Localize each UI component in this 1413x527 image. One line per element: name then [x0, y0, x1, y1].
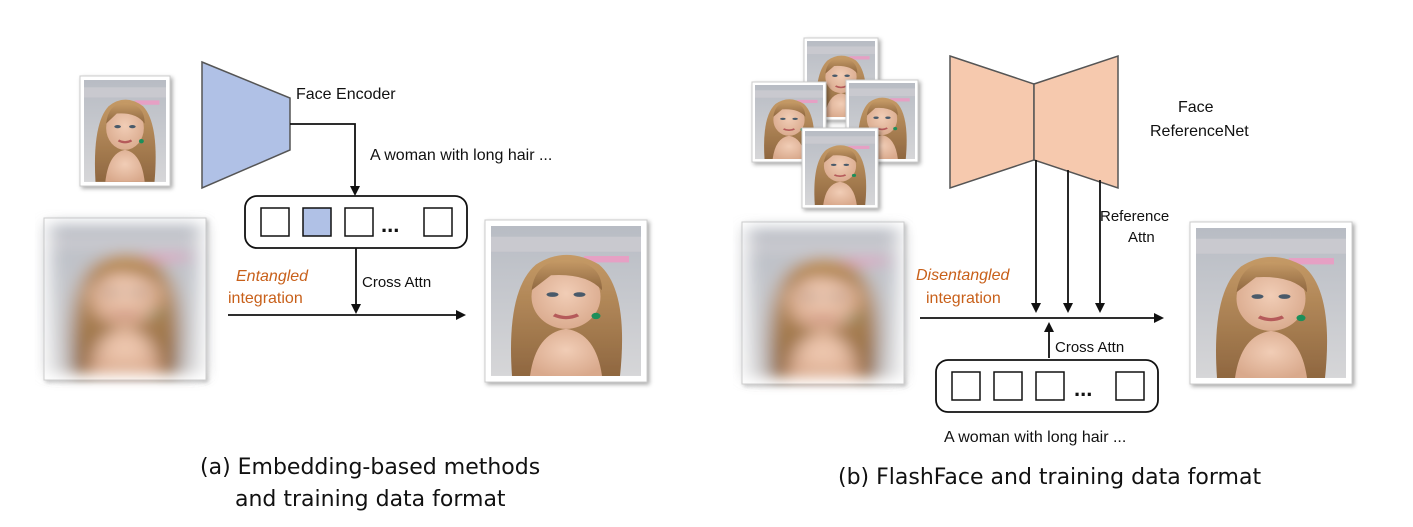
token-sequence-b: ... [935, 359, 1159, 413]
reference-face-image [79, 75, 171, 187]
token [260, 207, 290, 237]
encoder-to-tokens-arrow [290, 123, 360, 196]
face-encoder-block [201, 60, 291, 190]
prompt-text: A woman with long hair ... [370, 147, 552, 164]
token [344, 207, 374, 237]
token-ellipsis: ... [381, 212, 399, 237]
reference-face-collage [751, 37, 919, 209]
prompt-text-b: A woman with long hair ... [944, 429, 1126, 446]
cross-attn-label-b: Cross Attn [1055, 339, 1124, 356]
token-sequence: ... [244, 195, 468, 249]
integration-label-a: integration [228, 290, 303, 307]
face-encoder-label: Face Encoder [296, 86, 396, 103]
token [1035, 371, 1065, 401]
disentangled-label: Disentangled [916, 267, 1011, 284]
cross-attn-label: Cross Attn [362, 274, 431, 291]
entangled-label: Entangled [236, 268, 309, 285]
referencenet-label-line1: Face [1178, 99, 1214, 116]
referencenet-label-line2: ReferenceNet [1150, 123, 1249, 140]
token-ellipsis-b: ... [1074, 376, 1092, 401]
face-referencenet-block [949, 54, 1119, 190]
output-image-a [484, 219, 648, 383]
reference-attn-label-line2: Attn [1128, 229, 1155, 246]
blurred-input-image-b [741, 221, 905, 385]
token [1115, 371, 1145, 401]
integration-label-b: integration [926, 290, 1001, 307]
token [993, 371, 1023, 401]
panel-b: Face ReferenceNet Reference Attn Disenta… [741, 37, 1353, 490]
token [423, 207, 453, 237]
caption-b: (b) FlashFace and training data format [838, 465, 1261, 490]
panel-a: Face Encoder A woman with long hair ... … [43, 60, 648, 512]
output-image-b [1189, 221, 1353, 385]
caption-a-line1: (a) Embedding-based methods [200, 455, 540, 480]
blurred-input-image [43, 217, 207, 381]
reference-attn-label-line1: Reference [1100, 208, 1169, 225]
token-face-embedding [302, 207, 332, 237]
token [951, 371, 981, 401]
caption-a-line2: and training data format [235, 487, 506, 512]
